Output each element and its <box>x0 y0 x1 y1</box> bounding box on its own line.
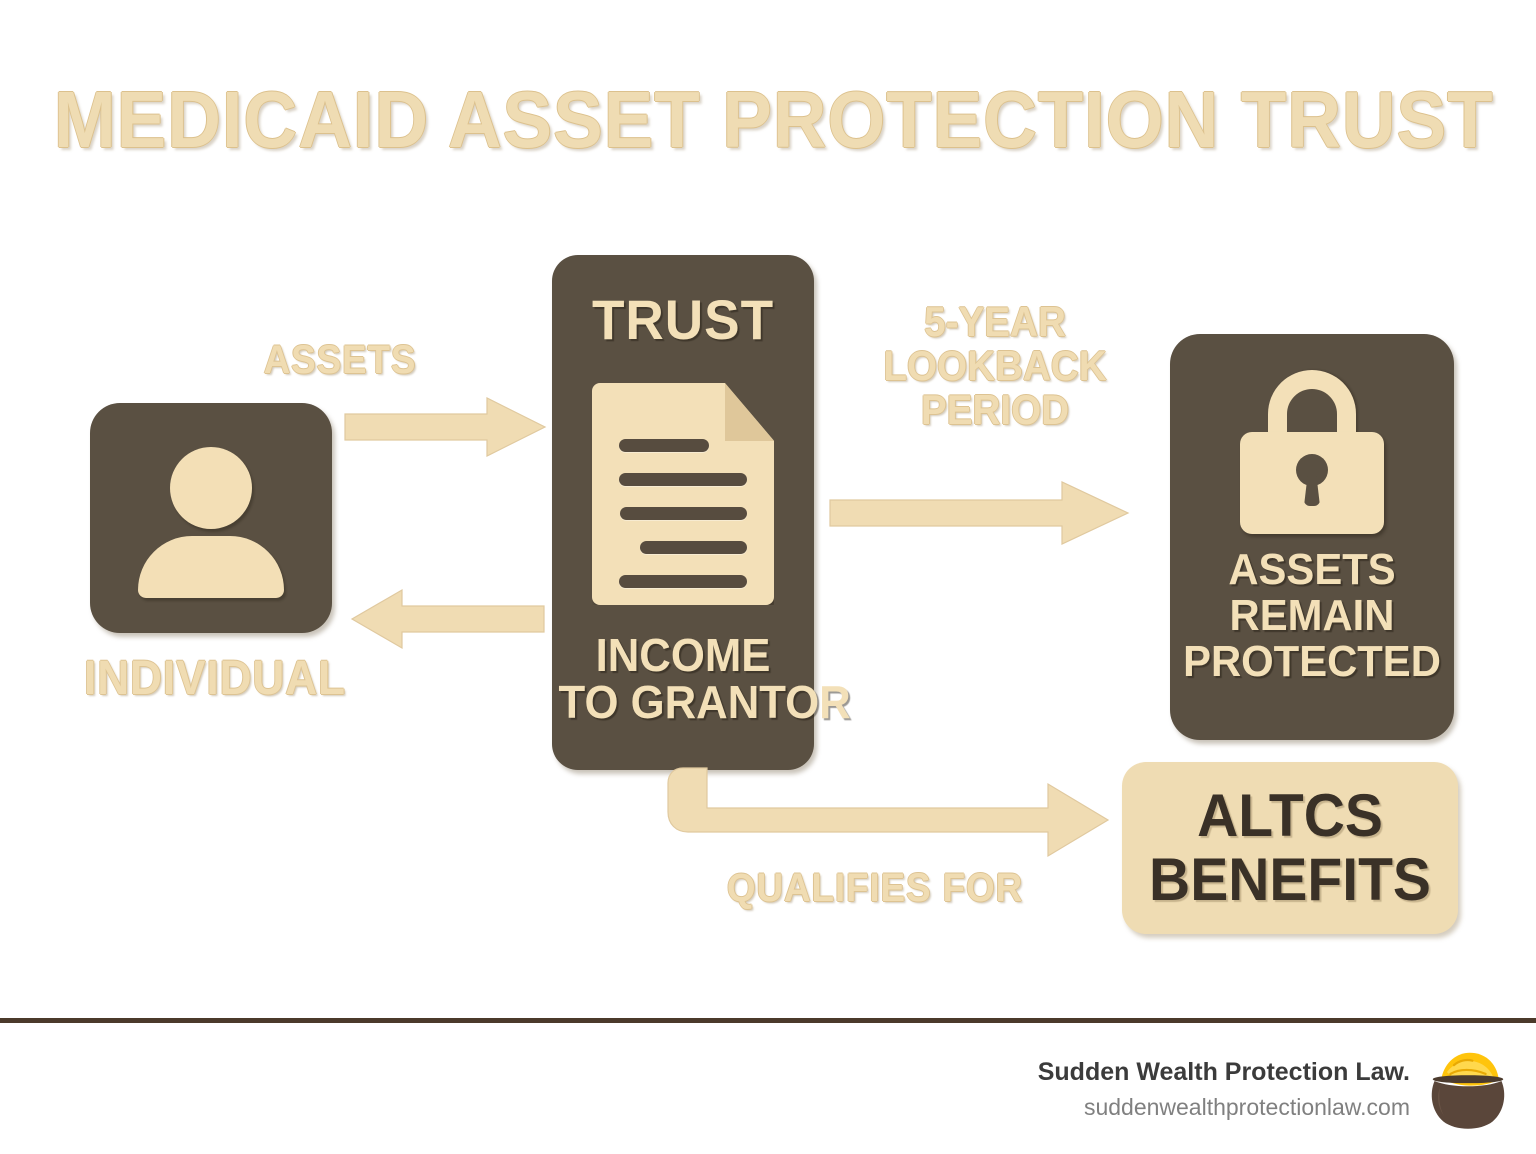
lock-icon-body <box>1240 432 1384 534</box>
footer-brand-name: Sudden Wealth Protection Law. <box>1037 1058 1410 1086</box>
label-lookback-line2: LOOKBACK <box>883 342 1107 389</box>
altcs-line1: ALTCS <box>1197 782 1383 849</box>
protected-line2: REMAIN <box>1229 591 1395 640</box>
lock-icon <box>1240 370 1384 534</box>
label-qualifies-for: QUALIFIES FOR <box>726 866 1024 910</box>
arrow-qualifies-elbow <box>667 767 1110 858</box>
arrow-lookback-right <box>829 481 1130 545</box>
label-assets: ASSETS <box>263 338 417 382</box>
arrow-income-left <box>350 588 545 650</box>
document-icon-line <box>619 473 747 486</box>
label-lookback-line1: 5-YEAR <box>924 298 1066 345</box>
trust-heading: TRUST <box>591 288 775 351</box>
node-assets-protected: ASSETS REMAIN PROTECTED <box>1170 334 1454 740</box>
node-trust: TRUST INCOME TO GRANTOR <box>552 255 851 770</box>
node-altcs-benefits: ALTCS BENEFITS <box>1122 762 1458 934</box>
person-icon-head <box>170 447 252 529</box>
lock-icon-keyhole <box>1296 454 1328 486</box>
protected-line1: ASSETS <box>1228 545 1396 594</box>
node-individual <box>90 403 332 633</box>
person-icon-body <box>138 536 284 598</box>
label-lookback-period: 5-YEAR LOOKBACK PERIOD <box>871 300 1119 432</box>
document-icon-line <box>619 439 709 452</box>
document-icon <box>592 383 774 605</box>
trust-subheading-line2: TO GRANTOR <box>558 675 851 728</box>
page-title: MEDICAID ASSET PROTECTION TRUST <box>53 75 1494 164</box>
protected-line3: PROTECTED <box>1183 637 1441 686</box>
document-icon-line <box>640 541 747 554</box>
altcs-line2: BENEFITS <box>1149 846 1431 913</box>
altcs-text: ALTCS BENEFITS <box>1130 784 1449 912</box>
trust-subheading: INCOME TO GRANTOR <box>558 629 851 728</box>
trust-subheading-line1: INCOME <box>595 629 771 681</box>
pot-of-gold-icon <box>1431 1052 1505 1129</box>
footer-divider <box>0 1018 1536 1023</box>
footer-website-url: suddenwealthprotectionlaw.com <box>1083 1094 1410 1120</box>
document-icon-line <box>619 575 747 588</box>
protected-text: ASSETS REMAIN PROTECTED <box>1177 547 1447 685</box>
document-icon-line <box>620 507 747 520</box>
label-lookback-line3: PERIOD <box>920 386 1070 433</box>
label-individual: INDIVIDUAL <box>84 652 346 705</box>
arrow-assets-right <box>344 397 547 457</box>
